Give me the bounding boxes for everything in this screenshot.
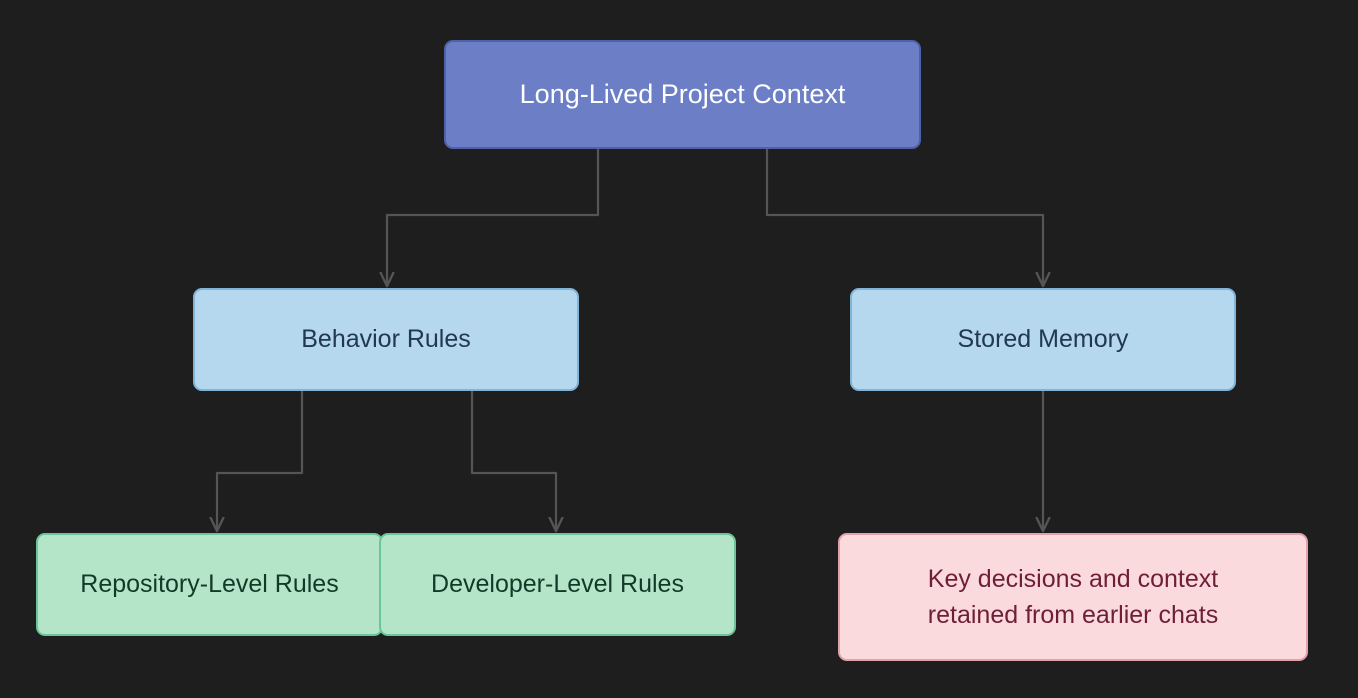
- node-label: Repository-Level Rules: [80, 570, 339, 599]
- edge-root-to-behavior-rules: [387, 147, 600, 285]
- edge-behavior-rules-to-developer-level-rules: [470, 389, 556, 530]
- edge-root-to-stored-memory: [765, 147, 1043, 285]
- node-label: Long-Lived Project Context: [519, 78, 846, 109]
- node-label: Stored Memory: [957, 325, 1129, 354]
- node-label: Key decisions and context retained from …: [927, 564, 1219, 629]
- node-long-lived-project-context[interactable]: Long-Lived Project Context: [444, 40, 921, 149]
- node-label: Behavior Rules: [301, 325, 471, 354]
- node-stored-memory[interactable]: Stored Memory: [850, 288, 1236, 391]
- edge-behavior-rules-to-repository-level-rules: [217, 389, 304, 530]
- node-behavior-rules[interactable]: Behavior Rules: [193, 288, 579, 391]
- node-label: Developer-Level Rules: [431, 570, 684, 599]
- node-repository-level-rules[interactable]: Repository-Level Rules: [36, 533, 383, 636]
- node-developer-level-rules[interactable]: Developer-Level Rules: [379, 533, 736, 636]
- node-key-decisions-and-context[interactable]: Key decisions and context retained from …: [838, 533, 1308, 661]
